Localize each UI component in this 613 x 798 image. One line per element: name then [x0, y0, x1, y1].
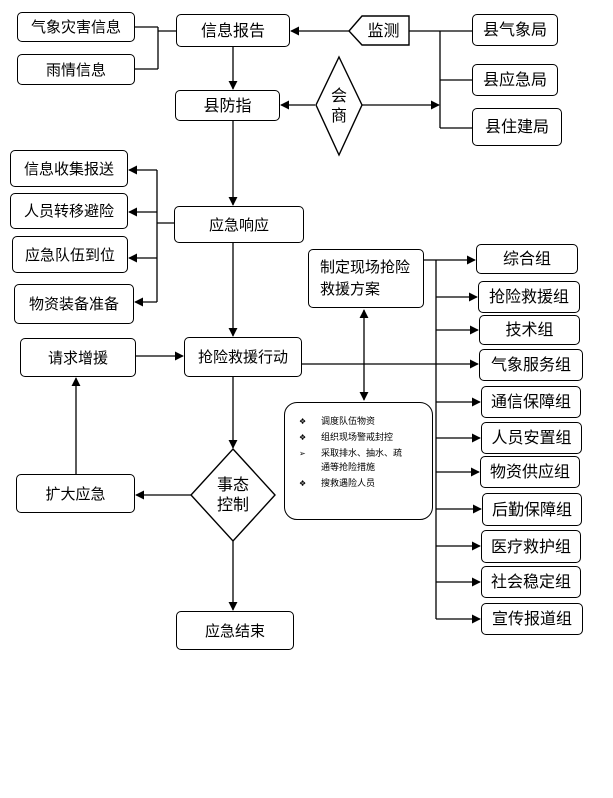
monitoring-label: 监测	[367, 20, 400, 40]
situation-control-text: 事态控制	[216, 475, 249, 514]
group-general: 综合组	[476, 244, 578, 274]
measure-text: 组织现场警戒封控	[321, 433, 394, 443]
info-collection-box: 信息收集报送	[10, 150, 128, 187]
rescue-action-box: 抢险救援行动	[184, 337, 302, 377]
rescue-plan-text: 制定现场抢险救援方案	[320, 257, 411, 298]
situation-control-label: 事态控制	[191, 449, 275, 541]
diamond-bullet-icon: ❖	[299, 433, 307, 442]
group-supplies: 物资供应组	[480, 456, 580, 488]
county-emergency-bureau-box: 县应急局	[472, 64, 558, 96]
team-in-place-box: 应急队伍到位	[12, 236, 128, 273]
rain-info-box: 雨情信息	[17, 54, 135, 85]
group-technical: 技术组	[479, 315, 580, 345]
rescue-measures-list: ❖ 调度队伍物资 ❖ 组织现场警戒封控 ➢ 采取排水、抽水、疏通等抢险措施 ❖ …	[299, 415, 428, 491]
group-social-stability: 社会稳定组	[481, 566, 581, 598]
expand-emergency-box: 扩大应急	[16, 474, 135, 513]
measure-text: 采取排水、抽水、疏通等抢险措施	[321, 449, 403, 473]
list-item: ❖ 调度队伍物资	[299, 415, 428, 429]
evacuation-box: 人员转移避险	[10, 193, 128, 229]
group-resettlement: 人员安置组	[481, 422, 582, 454]
list-item: ❖ 组织现场警戒封控	[299, 431, 428, 445]
emergency-end-box: 应急结束	[176, 611, 294, 650]
request-reinforcement-box: 请求增援	[20, 338, 136, 377]
rescue-measures-box: ❖ 调度队伍物资 ❖ 组织现场警戒封控 ➢ 采取排水、抽水、疏通等抢险措施 ❖ …	[284, 402, 433, 520]
situation-control-diamond	[190, 447, 276, 543]
county-flood-hq-box: 县防指	[175, 90, 280, 121]
consultation-text: 会商	[330, 86, 347, 125]
group-logistics: 后勤保障组	[482, 493, 582, 526]
group-communication: 通信保障组	[481, 386, 581, 418]
weather-disaster-info-box: 气象灾害信息	[17, 12, 135, 42]
group-publicity: 宣传报道组	[481, 603, 583, 635]
county-weather-bureau-box: 县气象局	[472, 14, 558, 46]
monitoring-shape	[348, 15, 410, 46]
measure-text: 搜救遇险人员	[321, 479, 376, 489]
supplies-ready-box: 物资装备准备	[14, 284, 134, 324]
rescue-plan-box: 制定现场抢险救援方案	[308, 249, 424, 308]
diamond-bullet-icon: ❖	[299, 417, 307, 426]
diamond-bullet-icon: ❖	[299, 479, 307, 488]
consultation-label: 会商	[316, 57, 362, 155]
county-housing-bureau-box: 县住建局	[472, 108, 562, 146]
info-report-box: 信息报告	[176, 14, 290, 47]
group-medical: 医疗救护组	[481, 530, 581, 563]
measure-text: 调度队伍物资	[321, 417, 376, 427]
arrow-bullet-icon: ➢	[299, 449, 306, 458]
group-meteorological-service: 气象服务组	[479, 349, 583, 381]
emergency-response-box: 应急响应	[174, 206, 304, 243]
list-item: ❖ 搜救遇险人员	[299, 477, 428, 491]
list-item: ➢ 采取排水、抽水、疏通等抢险措施	[299, 447, 428, 475]
group-rescue: 抢险救援组	[478, 281, 580, 313]
consultation-diamond	[315, 55, 363, 157]
